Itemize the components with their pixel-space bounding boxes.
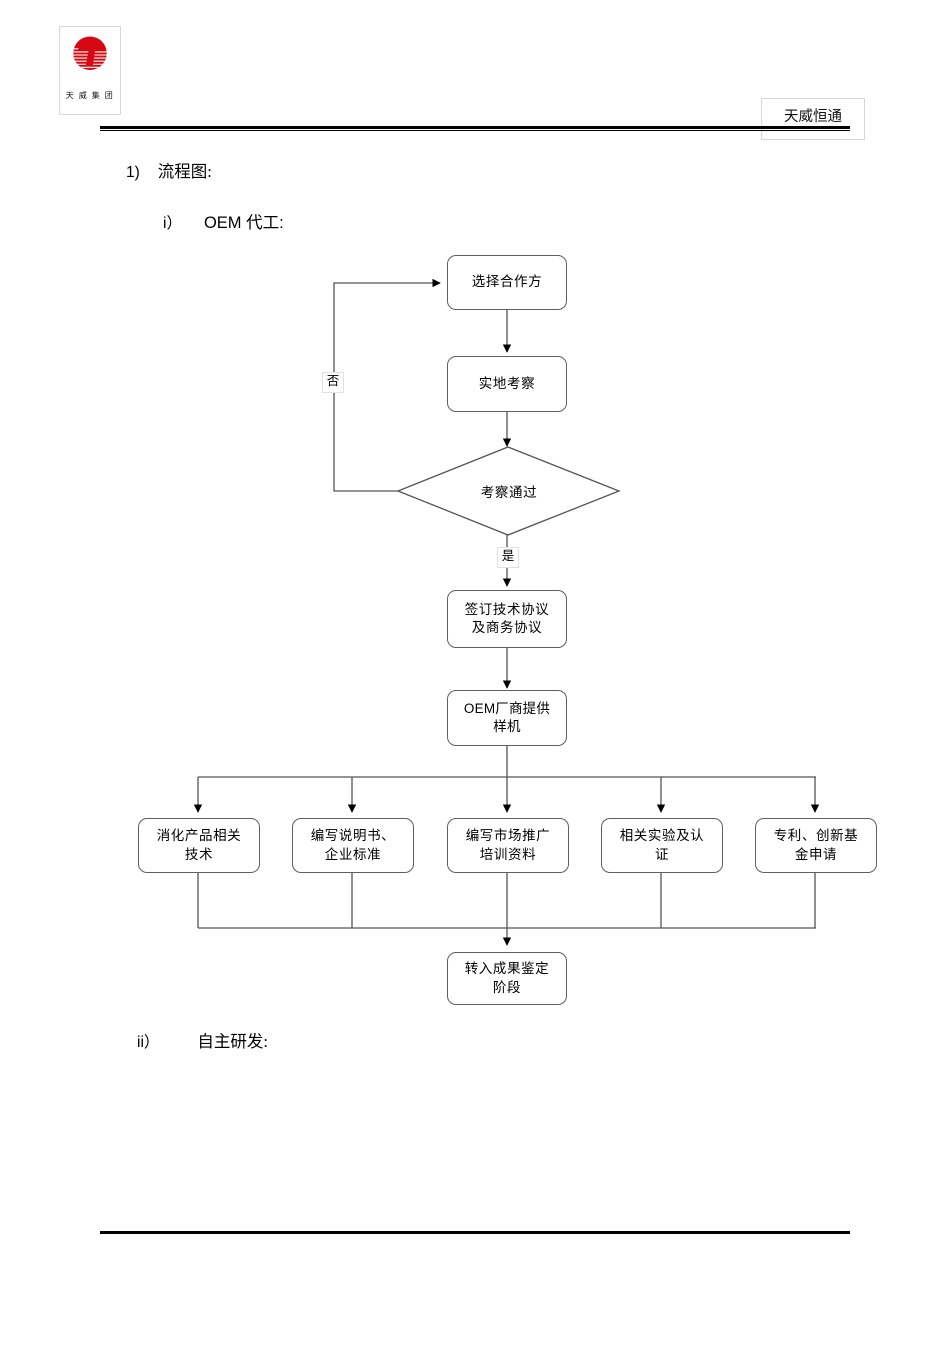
flow-node-patent-innovation-fund-line2: 金申请 <box>794 846 838 862</box>
flow-node-experiments-certification[interactable]: 相关实验及认 证 <box>601 818 723 873</box>
header-rule-thick <box>100 126 850 129</box>
header-rule-thin <box>100 129 850 131</box>
flow-node-marketing-training-materials-line1: 编写市场推广 <box>465 828 551 844</box>
header-label-box: 天威恒通 <box>761 98 865 140</box>
flow-node-oem-sample-line2: 样机 <box>493 719 521 734</box>
header-company-label: 天威恒通 <box>784 109 842 125</box>
flow-node-marketing-training-materials[interactable]: 编写市场推广 培训资料 <box>447 818 569 873</box>
flow-node-absorb-technology-line2: 技术 <box>184 846 214 862</box>
list-marker-ii: ii） <box>137 1034 160 1051</box>
flow-node-site-inspection[interactable]: 实地考察 <box>447 356 567 412</box>
edge-label-no: 否 <box>322 372 344 393</box>
flow-node-patent-innovation-fund-line1: 专利、创新基 <box>773 828 859 844</box>
flow-node-patent-innovation-fund[interactable]: 专利、创新基 金申请 <box>755 818 877 873</box>
flow-node-marketing-training-materials-line2: 培训资料 <box>479 846 537 862</box>
heading-oem-label: OEM 代工: <box>203 214 284 232</box>
list-marker-i: i） <box>163 215 182 232</box>
flow-node-absorb-technology[interactable]: 消化产品相关 技术 <box>138 818 260 873</box>
flow-node-select-partner[interactable]: 选择合作方 <box>447 255 567 310</box>
header-divider <box>100 126 850 131</box>
flow-node-experiments-certification-line2: 证 <box>654 846 670 862</box>
tianwei-group-logo-icon <box>73 36 107 70</box>
heading-flowchart: 1) 流程图: <box>126 158 212 182</box>
flow-node-oem-sample-line1: OEM厂商提供 <box>463 700 551 716</box>
heading-oem: i） OEM 代工: <box>163 209 284 233</box>
edge-label-yes: 是 <box>497 547 519 568</box>
flow-node-inspection-passed[interactable]: 考察通过 <box>480 485 538 500</box>
flow-node-sign-agreements-line2: 及商务协议 <box>471 620 543 635</box>
logo-company-name: 天 威 集 团 <box>65 91 115 100</box>
flow-node-transfer-to-appraisal-line2: 阶段 <box>492 979 522 995</box>
footer-divider <box>100 1231 850 1234</box>
flow-node-write-manual-standards[interactable]: 编写说明书、 企业标准 <box>292 818 414 873</box>
flow-node-absorb-technology-line1: 消化产品相关 <box>156 828 242 844</box>
flow-node-transfer-to-appraisal[interactable]: 转入成果鉴定 阶段 <box>447 952 567 1005</box>
flow-node-write-manual-standards-line1: 编写说明书、 <box>310 828 396 844</box>
flow-node-transfer-to-appraisal-line1: 转入成果鉴定 <box>464 961 550 977</box>
flow-node-sign-agreements[interactable]: 签订技术协议 及商务协议 <box>447 590 567 648</box>
heading-flowchart-label: 流程图: <box>157 162 212 181</box>
heading-self-rd-label: 自主研发: <box>197 1032 268 1051</box>
flow-node-experiments-certification-line1: 相关实验及认 <box>619 828 705 844</box>
flow-node-oem-sample[interactable]: OEM厂商提供 样机 <box>447 690 567 746</box>
heading-self-rd: ii） 自主研发: <box>137 1028 268 1052</box>
company-logo: 天 威 集 团 <box>59 26 121 115</box>
list-marker-1: 1) <box>126 164 140 181</box>
flow-node-sign-agreements-line1: 签订技术协议 <box>464 601 550 617</box>
flow-node-write-manual-standards-line2: 企业标准 <box>324 846 382 862</box>
